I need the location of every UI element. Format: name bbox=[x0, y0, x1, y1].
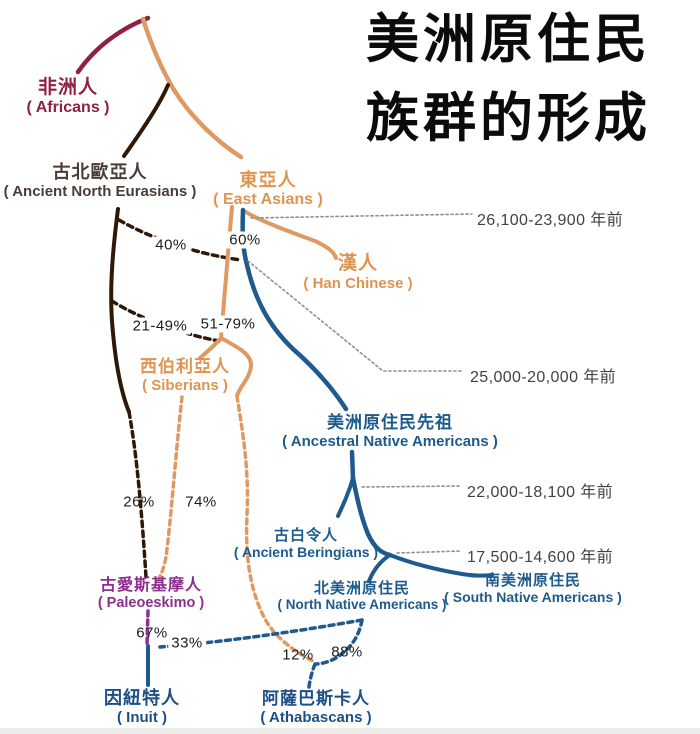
label-north-na-en: ( North Native Americans ) bbox=[277, 597, 447, 613]
han-branch-line bbox=[244, 210, 338, 260]
label-han-zh: 漢人 bbox=[337, 253, 378, 274]
label-siberians-zh: 西伯利亞人 bbox=[140, 357, 230, 376]
scan-artifact-band bbox=[0, 728, 700, 734]
timeline-26100-dotted bbox=[250, 213, 473, 219]
timeline-label-17500: 17,500-14,600 年前 bbox=[467, 549, 614, 566]
label-ana-en: ( Ancestral Native Americans ) bbox=[282, 432, 498, 450]
label-east-asians-en: ( East Asians ) bbox=[213, 190, 323, 208]
timeline-label-25000: 25,000-20,000 年前 bbox=[470, 369, 617, 386]
ana-mid-line bbox=[350, 475, 393, 558]
ana-trunk-line bbox=[349, 449, 356, 481]
label-han-chinese: 漢人 ( Han Chinese ) bbox=[303, 253, 412, 292]
siberians-right-line bbox=[219, 336, 253, 398]
label-siberians: 西伯利亞人 ( Siberians ) bbox=[140, 357, 230, 394]
timeline-17500-dotted bbox=[396, 550, 462, 554]
page-title-line1: 美洲原住民 bbox=[366, 10, 651, 69]
label-east-asians: 東亞人 ( East Asians ) bbox=[213, 170, 323, 209]
paleoeskimo-to-inuit-dashed bbox=[145, 609, 150, 647]
label-paleoeskimo: 古愛斯基摩人 ( Paleoeskimo ) bbox=[98, 577, 204, 612]
north-na-branch-line bbox=[367, 553, 392, 583]
label-siberians-en: ( Siberians ) bbox=[142, 376, 228, 394]
percent-ane-to-paleoeskimo: 26% bbox=[123, 493, 155, 511]
percent-ane-to-ana: 40% bbox=[152, 236, 190, 254]
label-paleoeskimo-zh: 古愛斯基摩人 bbox=[99, 577, 202, 594]
timeline-22000-dotted bbox=[361, 485, 461, 488]
label-south-native-americans: 南美洲原住民 ( South Native Americans ) bbox=[444, 572, 622, 605]
percent-ane-to-siberians: 21-49% bbox=[129, 317, 191, 335]
label-south-na-zh: 南美洲原住民 bbox=[484, 572, 582, 589]
ane-admixture-2149-dashed bbox=[110, 299, 221, 343]
label-north-native-americans: 北美洲原住民 ( North Native Americans ) bbox=[277, 580, 446, 613]
africans-line bbox=[75, 15, 151, 75]
percent-siberians-to-paleoeskimo: 74% bbox=[185, 493, 217, 511]
label-ana-zh: 美洲原住民先祖 bbox=[326, 413, 453, 432]
siberians-to-athabascans-dashed bbox=[235, 394, 315, 663]
label-ancient-beringians: 古白令人 ( Ancient Beringians ) bbox=[234, 527, 378, 560]
label-ane-zh: 古北歐亞人 bbox=[52, 162, 148, 182]
label-inuit: 因紐特人 ( Inuit ) bbox=[104, 688, 180, 726]
label-ancestral-native-americans: 美洲原住民先祖 ( Ancestral Native Americans ) bbox=[282, 413, 498, 450]
percent-east-asians-to-siberians: 51-79% bbox=[197, 315, 259, 333]
label-ancient-north-eurasians: 古北歐亞人 ( Ancient North Eurasians ) bbox=[4, 162, 197, 200]
timeline-label-26100: 26,100-23,900 年前 bbox=[477, 212, 624, 229]
label-inuit-zh: 因紐特人 bbox=[104, 688, 180, 708]
siberians-to-paleoeskimo-dashed bbox=[157, 395, 184, 580]
label-east-asians-zh: 東亞人 bbox=[239, 170, 297, 190]
timeline-25000-dotted bbox=[247, 260, 464, 372]
ane-trunk-line bbox=[109, 207, 131, 414]
label-athabascans-zh: 阿薩巴斯卡人 bbox=[261, 689, 370, 708]
label-north-na-zh: 北美洲原住民 bbox=[313, 580, 411, 597]
beringians-branch-line bbox=[336, 476, 355, 518]
label-south-na-en: ( South Native Americans ) bbox=[444, 589, 622, 606]
root-to-east-asians-line bbox=[140, 16, 244, 160]
label-paleoeskimo-en: ( Paleoeskimo ) bbox=[97, 595, 205, 612]
athabascans-stem-dashed bbox=[307, 662, 317, 689]
label-han-en: ( Han Chinese ) bbox=[303, 274, 413, 292]
siberians-branch-line bbox=[198, 336, 223, 360]
label-ane-en: ( Ancient North Eurasians ) bbox=[3, 182, 197, 200]
percent-north-na-to-athabascans: 88% bbox=[331, 643, 363, 661]
label-africans-zh: 非洲人 bbox=[37, 77, 99, 98]
page-title: 美洲原住民 族群的形成 bbox=[366, 0, 651, 158]
page-title-line2: 族群的形成 bbox=[366, 89, 651, 148]
label-inuit-en: ( Inuit ) bbox=[117, 708, 167, 726]
timeline-label-22000: 22,000-18,100 年前 bbox=[467, 484, 614, 501]
label-beringians-en: ( Ancient Beringians ) bbox=[233, 544, 379, 561]
ane-branch-line bbox=[122, 83, 170, 158]
north-na-to-athabascans-dashed bbox=[314, 618, 364, 666]
ane-to-paleoeskimo-dashed bbox=[127, 410, 148, 579]
label-athabascans: 阿薩巴斯卡人 ( Athabascans ) bbox=[260, 689, 371, 726]
south-na-branch-line bbox=[388, 553, 494, 578]
label-africans: 非洲人 ( Africans ) bbox=[27, 77, 110, 117]
label-athabascans-en: ( Athabascans ) bbox=[260, 708, 372, 726]
percent-north-na-to-inuit: 33% bbox=[168, 634, 206, 652]
percent-paleoeskimo-to-inuit: 67% bbox=[136, 624, 168, 642]
percent-siberians-to-athabascans: 12% bbox=[282, 646, 314, 664]
label-beringians-zh: 古白令人 bbox=[273, 527, 339, 544]
label-africans-en: ( Africans ) bbox=[26, 98, 110, 116]
percent-east-asians-to-ana: 60% bbox=[226, 231, 264, 249]
